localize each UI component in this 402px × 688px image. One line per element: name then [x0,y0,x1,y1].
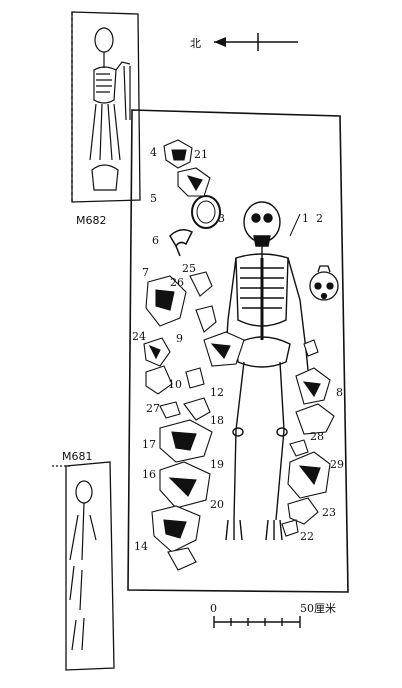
artifact-label: 3 [218,212,225,225]
tomb-m681: M681 [52,450,115,671]
pottery-jar [309,265,339,301]
tomb-m682: M682 [71,11,141,227]
artifact-label: 20 [210,498,224,511]
main-tomb [127,109,349,593]
main-skeleton [225,201,309,541]
artifact-label: 24 [132,330,146,343]
artifact-label: 12 [210,386,224,399]
artifact-label: 4 [150,146,157,159]
artifact-label: 25 [182,262,196,275]
artifact-label: 10 [168,378,182,391]
north-label: 北 [190,37,201,50]
artifact-label: 27 [146,402,160,415]
artifact-label: 23 [322,506,336,519]
scale-zero-label: 0 [210,602,217,615]
artifact-vessel [169,229,194,257]
artifact-label: 18 [210,414,224,427]
artifact-label: 29 [330,458,344,471]
artifact-label: 7 [142,266,149,279]
artifact-clusters [143,139,335,571]
scale-bar: 0 50厘米 [210,602,336,628]
artifact-label: 6 [152,234,159,247]
tomb-m682-label: M682 [76,214,107,227]
artifact-labels: 1 2 3 4 5 6 7 8 9 10 12 14 16 17 18 19 2… [132,146,344,553]
artifact-label: 1 [302,212,309,225]
artifact-label: 14 [134,540,148,553]
artifact-label: 28 [310,430,324,443]
artifact-label: 19 [210,458,224,471]
artifact-label: 21 [194,148,208,161]
artifact-label: 2 [316,212,323,225]
artifact-mirror [191,195,221,229]
skeleton-m681 [69,480,97,651]
artifact-label: 17 [142,438,156,451]
artifact-label: 5 [150,192,157,205]
scale-end-label: 50厘米 [300,602,336,615]
north-arrow: 北 [190,33,298,51]
artifact-label: 8 [336,386,343,399]
skeleton-m682 [89,27,131,191]
artifact-label: 22 [300,530,314,543]
tomb-m681-label: M681 [62,450,93,463]
artifact-label: 26 [170,276,184,289]
artifact-label: 16 [142,468,156,481]
artifact-label: 9 [176,332,183,345]
